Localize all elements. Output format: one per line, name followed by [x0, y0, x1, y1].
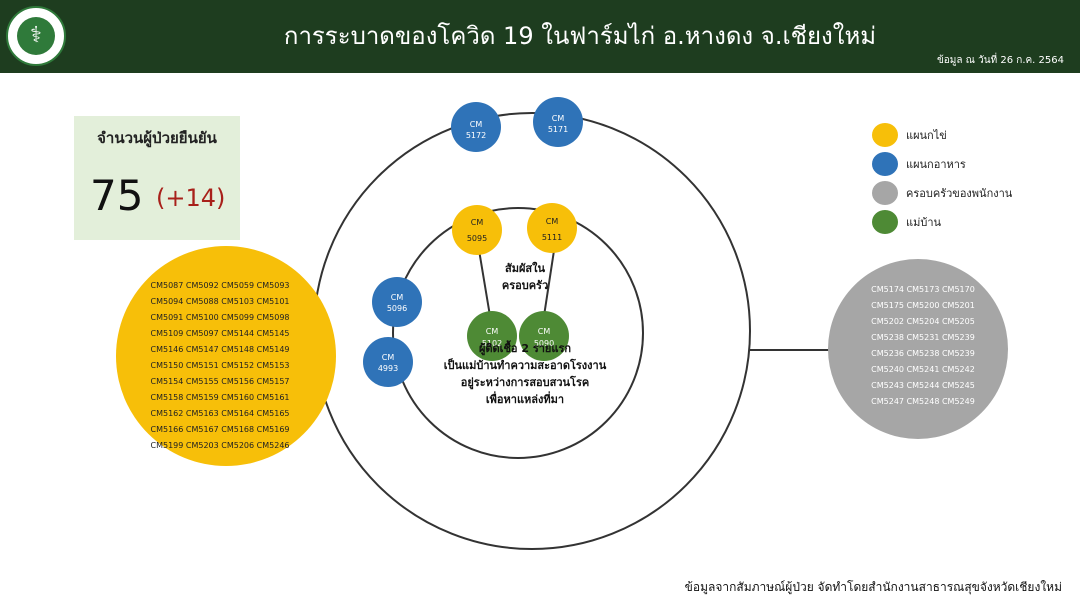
source-footer: ข้อมูลจากสัมภาษณ์ผู้ป่วย จัดทำโดยสำนักงา…	[684, 580, 1062, 594]
svg-text:CM: CM	[471, 218, 484, 227]
node-cm5096: CM 5096	[372, 277, 422, 327]
list-item: CM5150 CM5151 CM5152 CM5153	[150, 361, 290, 370]
legend-item-housekeeper: แม่บ้าน	[872, 207, 1012, 236]
legend-swatch-yellow	[872, 122, 898, 147]
svg-text:CM: CM	[486, 327, 499, 336]
node-cm5171: CM 5171	[533, 97, 583, 147]
svg-text:5090: 5090	[534, 339, 554, 348]
link-5095-5102	[477, 243, 491, 317]
employee-family-case-list: CM5174 CM5173 CM5170 CM5175 CM5200 CM520…	[856, 282, 990, 410]
data-date: ข้อมูล ณ วันที่ 26 ก.ค. 2564	[936, 55, 1064, 66]
svg-text:CM: CM	[552, 114, 565, 123]
svg-text:5111: 5111	[542, 233, 562, 242]
list-item: CM5247 CM5248 CM5249	[871, 397, 975, 406]
legend-swatch-blue	[872, 151, 898, 176]
list-item: CM5091 CM5100 CM5099 CM5098	[150, 313, 290, 322]
caduceus-icon: ⚕	[17, 17, 55, 55]
list-item: CM5109 CM5097 CM5144 CM5145	[150, 329, 290, 338]
note-line: เพื่อหาแหล่งที่มา	[485, 393, 565, 406]
note-line: สัมผัสใน	[504, 262, 545, 275]
legend-label: ครอบครัวของพนักงาน	[906, 186, 1013, 200]
legend-swatch-gray	[872, 180, 898, 205]
svg-text:CM: CM	[538, 327, 551, 336]
list-item: CM5162 CM5163 CM5164 CM5165	[150, 409, 290, 418]
node-cm5095: CM 5095	[452, 205, 502, 255]
list-item: CM5087 CM5092 CM5059 CM5093	[150, 281, 290, 290]
egg-department-cluster	[116, 246, 336, 466]
node-cm5111: CM 5111	[527, 203, 577, 253]
confirmed-cases-label: จำนวนผู้ป่วยยืนยัน	[97, 129, 217, 147]
svg-text:5095: 5095	[467, 234, 487, 243]
node-cm5172: CM 5172	[451, 102, 501, 152]
list-item: CM5199 CM5203 CM5206 CM5246	[150, 441, 290, 450]
first-cases-note: ผู้ติดเชื้อ 2 รายแรก เป็นแม่บ้านทำความสะ…	[420, 340, 630, 408]
list-item: CM5166 CM5167 CM5168 CM5169	[150, 425, 290, 434]
node-cm5090: CM 5090	[519, 311, 569, 361]
list-item: CM5158 CM5159 CM5160 CM5161	[150, 393, 290, 402]
list-item: CM5146 CM5147 CM5148 CM5149	[150, 345, 290, 354]
legend-swatch-green	[872, 209, 898, 234]
list-item: CM5243 CM5244 CM5245	[871, 381, 975, 390]
note-line: เป็นแม่บ้านทำความสะอาดโรงงาน	[443, 359, 607, 372]
svg-text:5171: 5171	[548, 125, 568, 134]
note-line: อยู่ระหว่างการสอบสวนโรค	[460, 376, 590, 389]
svg-text:4993: 4993	[378, 364, 398, 373]
legend-item-egg: แผนกไข่	[872, 120, 1012, 149]
svg-text:CM: CM	[382, 353, 395, 362]
confirmed-cases-increase: (+14)	[156, 184, 226, 212]
legend-label: แม่บ้าน	[906, 215, 942, 229]
list-item: CM5202 CM5204 CM5205	[871, 317, 975, 326]
svg-text:CM: CM	[470, 120, 483, 129]
legend-label: แผนกไข่	[906, 128, 947, 142]
employee-family-cluster	[828, 259, 1008, 439]
list-item: CM5238 CM5231 CM5239	[871, 333, 975, 342]
list-item: CM5175 CM5200 CM5201	[871, 301, 975, 310]
transmission-diagram: CM 5172 CM 5171 CM 5096 CM 4993 CM 5095 …	[116, 97, 1008, 550]
svg-text:CM: CM	[546, 217, 559, 226]
svg-text:5172: 5172	[466, 131, 486, 140]
legend-item-food: แผนกอาหาร	[872, 149, 1012, 178]
list-item: CM5236 CM5238 CM5239	[871, 349, 975, 358]
link-5111-5090	[543, 243, 556, 317]
legend-label: แผนกอาหาร	[906, 157, 966, 171]
svg-text:5096: 5096	[387, 304, 407, 313]
node-cm4993: CM 4993	[363, 337, 413, 387]
svg-text:CM: CM	[391, 293, 404, 302]
legend-item-family: ครอบครัวของพนักงาน	[872, 178, 1012, 207]
egg-department-case-list: CM5087 CM5092 CM5059 CM5093 CM5094 CM508…	[140, 278, 300, 454]
list-item: CM5094 CM5088 CM5103 CM5101	[150, 297, 290, 306]
svg-text:5102: 5102	[482, 339, 502, 348]
family-contact-note: สัมผัสใน ครอบครัว	[495, 260, 555, 294]
confirmed-cases-box: จำนวนผู้ป่วยยืนยัน 75 (+14)	[74, 116, 240, 240]
list-item: CM5174 CM5173 CM5170	[871, 285, 975, 294]
list-item: CM5240 CM5241 CM5242	[871, 365, 975, 374]
inner-ring	[392, 207, 644, 459]
note-line: ผู้ติดเชื้อ 2 รายแรก	[478, 342, 572, 355]
note-line: ครอบครัว	[501, 279, 549, 292]
page-title: การระบาดของโควิด 19 ในฟาร์มไก่ อ.หางดง จ…	[283, 22, 877, 50]
list-item: CM5154 CM5155 CM5156 CM5157	[150, 377, 290, 386]
confirmed-cases-total: 75	[90, 171, 144, 220]
legend: แผนกไข่ แผนกอาหาร ครอบครัวของพนักงาน แม่…	[872, 120, 1012, 236]
node-cm5102: CM 5102	[467, 311, 517, 361]
header-bar: ⚕ การระบาดของโควิด 19 ในฟาร์มไก่ อ.หางดง…	[0, 0, 1080, 73]
ministry-logo: ⚕	[6, 6, 66, 66]
